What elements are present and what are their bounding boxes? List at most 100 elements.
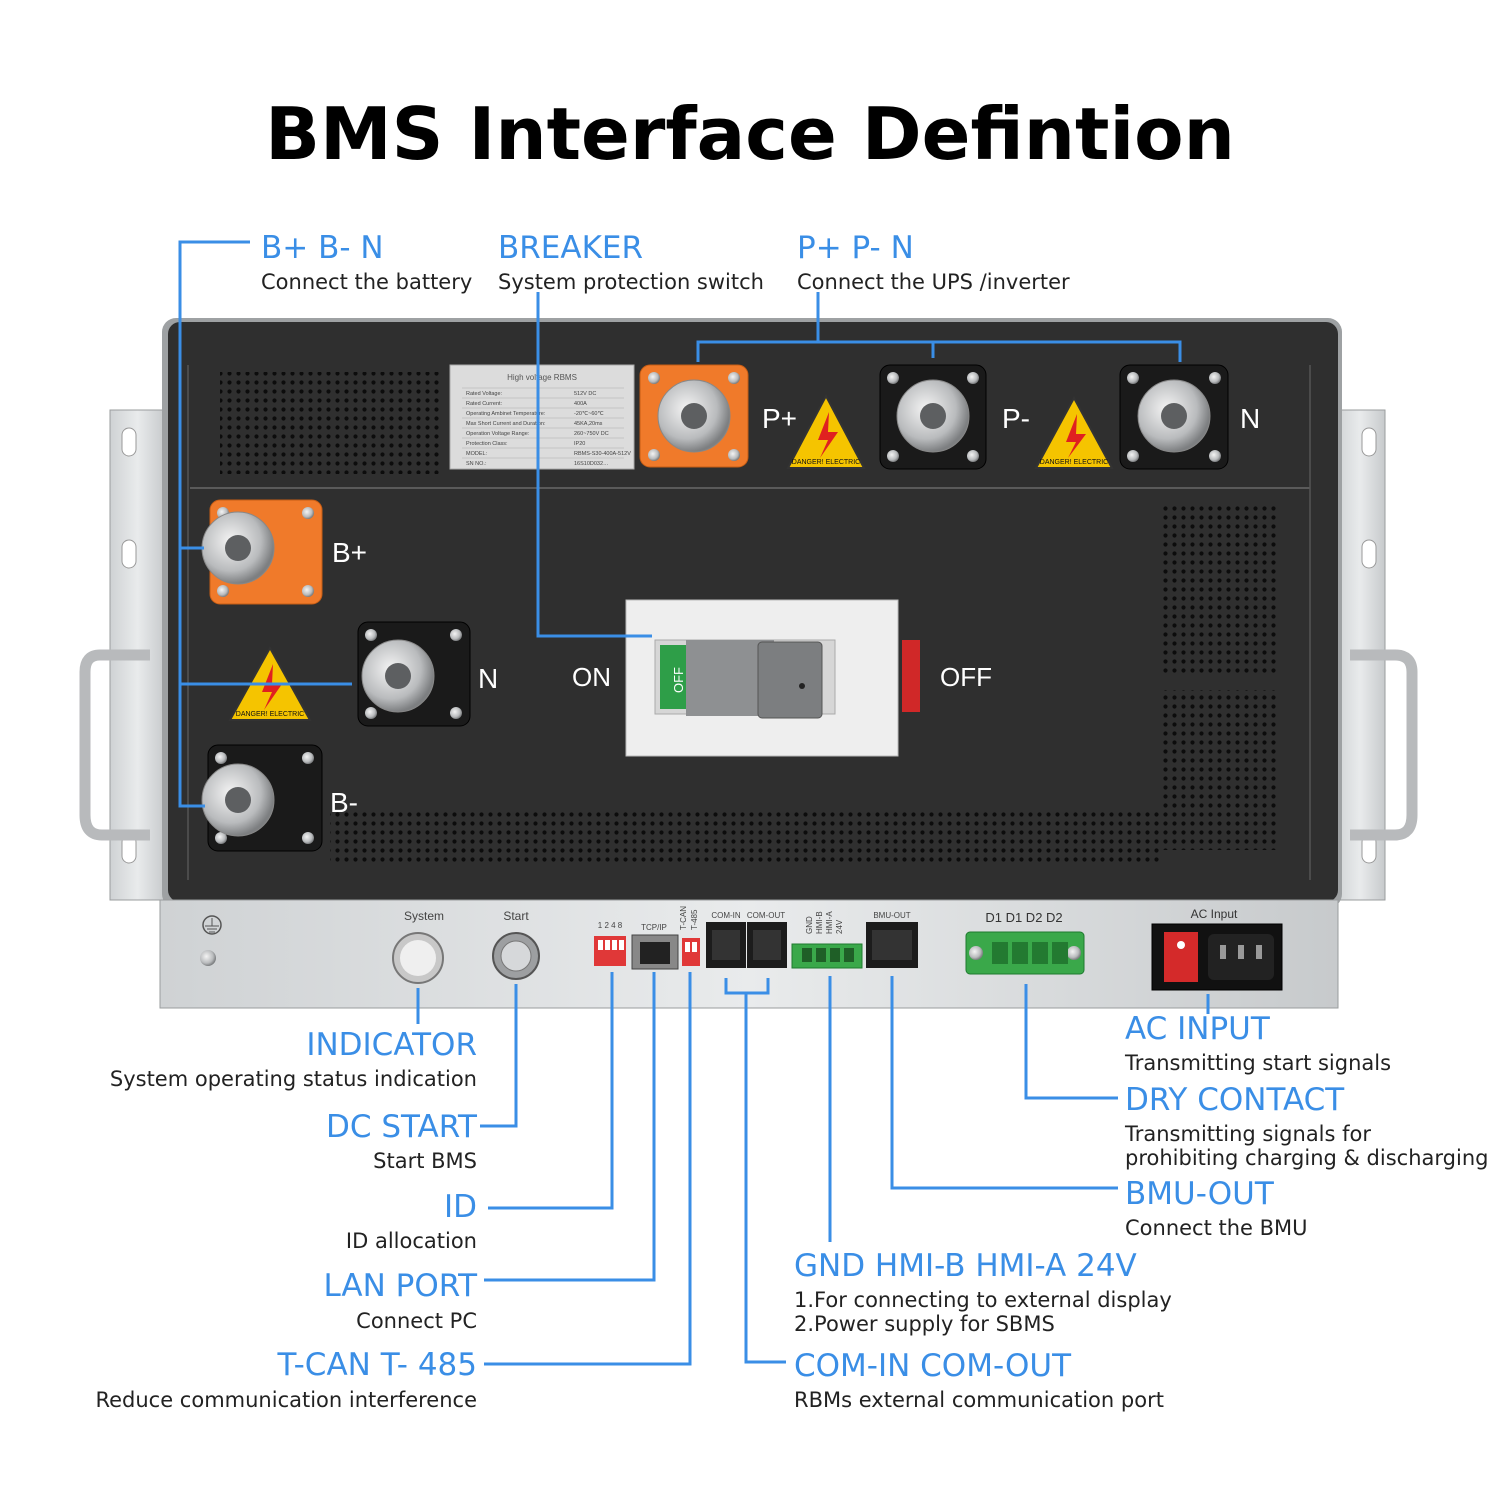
label-b-plus: B+ <box>332 537 367 568</box>
callout-dry-contact-title: DRY CONTACT <box>1125 1082 1345 1118</box>
label-p-plus: P+ <box>762 403 797 434</box>
callout-tcan-title: T-CAN T- 485 <box>277 1347 477 1383</box>
ac-input-label: AC Input <box>1191 907 1238 921</box>
callout-hmi-title: GND HMI-B HMI-A 24V <box>794 1248 1137 1284</box>
page-title: BMS Interface Defintion <box>265 92 1235 176</box>
com-in-label: COM-IN <box>711 911 741 920</box>
svg-text:DANGER! ELECTRIC: DANGER! ELECTRIC <box>792 459 860 466</box>
callout-lan-desc: Connect PC <box>356 1309 477 1333</box>
com-in-port[interactable] <box>706 922 746 968</box>
callout-hmi-desc-2: 2.Power supply for SBMS <box>794 1312 1055 1336</box>
left-bracket <box>79 409 166 901</box>
terminal-n-left[interactable] <box>357 621 471 727</box>
warning-icon: DANGER! ELECTRIC <box>786 393 866 469</box>
ground-icon <box>200 915 222 966</box>
callout-indicator-desc: System operating status indication <box>109 1067 477 1091</box>
24v-label: 24V <box>835 919 844 934</box>
terminal-b-minus[interactable] <box>201 744 323 852</box>
start-label: Start <box>503 909 529 923</box>
callout-bmu-out-desc: Connect the BMU <box>1125 1216 1308 1240</box>
nameplate-row-label: SN NO.: <box>466 461 487 467</box>
nameplate-row-label: Operating Ambinet Temperature: <box>466 411 546 417</box>
nameplate-row-label: Protection Class: <box>466 441 508 447</box>
com-out-label: COM-OUT <box>747 911 785 920</box>
nameplate-row-value: RBMS-S30-400A-512V <box>574 451 631 457</box>
breaker-switch[interactable]: OFF <box>625 599 920 757</box>
nameplate-row-value: 512V DC <box>574 391 596 397</box>
dry-contact-label: D1 D1 D2 D2 <box>985 910 1062 925</box>
callout-hmi-desc-1: 1.For connecting to external display <box>794 1288 1172 1312</box>
nameplate-heading: High voltage RBMS <box>507 373 577 382</box>
callout-output-title: P+ P- N <box>797 230 914 266</box>
callout-id-title: ID <box>443 1189 477 1225</box>
hmi-terminal-block[interactable] <box>791 943 863 969</box>
nameplate-row-label: MODEL: <box>466 451 488 457</box>
callout-id-desc: ID allocation <box>345 1229 477 1253</box>
terminal-p-minus[interactable] <box>879 364 987 470</box>
terminal-b-plus[interactable] <box>201 499 323 605</box>
label-n-top: N <box>1240 403 1260 434</box>
callout-output-desc: Connect the UPS /inverter <box>797 270 1070 294</box>
terminal-p-plus[interactable] <box>639 364 749 468</box>
callout-tcan-desc: Reduce communication interference <box>95 1388 477 1412</box>
svg-text:OFF: OFF <box>671 667 686 693</box>
hmi-b-label: HMI-B <box>815 911 824 934</box>
nameplate-row-value: -20℃~60℃ <box>574 411 604 417</box>
label-p-minus: P- <box>1002 403 1030 434</box>
tcan-t485-dip-switch[interactable] <box>682 938 700 966</box>
tcan-label: T-CAN <box>679 906 688 930</box>
callout-ac-input-title: AC INPUT <box>1125 1011 1270 1047</box>
callout-ac-input-desc: Transmitting start signals <box>1125 1051 1392 1075</box>
nameplate-row-label: Rated Current: <box>466 401 503 407</box>
vent-bottom <box>330 812 1160 864</box>
nameplate-row-value: 16S10D032… <box>574 461 609 467</box>
com-out-port[interactable] <box>747 922 787 968</box>
callout-dry-contact-desc-2: prohibiting charging & discharging <box>1125 1146 1489 1170</box>
callout-battery-desc: Connect the battery <box>261 270 473 294</box>
bmu-out-label: BMU-OUT <box>873 911 910 920</box>
nameplate-row-label: Operation Voltage Range: <box>466 431 530 437</box>
nameplate-row-label: Rated Voltage: <box>466 391 503 397</box>
dip-numbers: 1 2 4 8 <box>598 921 623 930</box>
hmi-a-label: HMI-A <box>825 911 834 934</box>
right-bracket <box>1334 409 1418 901</box>
system-label: System <box>404 909 444 923</box>
dry-contact-terminal[interactable] <box>965 931 1085 975</box>
id-dip-switch[interactable] <box>594 936 626 966</box>
label-n-left: N <box>478 663 498 694</box>
callout-com-desc: RBMs external communication port <box>794 1388 1164 1412</box>
tcp-label: TCP/IP <box>641 923 667 932</box>
gnd-label: GND <box>805 916 814 934</box>
callout-lan-title: LAN PORT <box>323 1268 477 1304</box>
vent-right-lower <box>1162 690 1276 850</box>
vent-top-left <box>220 372 442 474</box>
lan-port[interactable] <box>631 934 679 970</box>
callout-battery-title: B+ B- N <box>261 230 384 266</box>
warning-icon: DANGER! ELECTRIC <box>1034 395 1114 469</box>
t485-label: T-485 <box>690 909 699 930</box>
start-button[interactable] <box>492 932 540 980</box>
callout-lines <box>178 240 1210 1366</box>
vent-right-upper <box>1162 505 1276 677</box>
svg-text:DANGER! ELECTRIC: DANGER! ELECTRIC <box>1040 459 1108 466</box>
nameplate-row-value: 260~750V DC <box>574 431 609 437</box>
nameplate-row-label: Max Short Current and Duration: <box>466 421 546 427</box>
callout-dry-contact-desc-1: Transmitting signals for <box>1125 1122 1372 1146</box>
bmu-out-port[interactable] <box>866 922 918 968</box>
nameplate: High voltage RBMS Rated Voltage: 512V DC R… <box>449 364 635 470</box>
label-b-minus: B- <box>330 787 358 818</box>
callout-breaker-desc: System protection switch <box>498 270 764 294</box>
ac-input-socket[interactable] <box>1151 923 1283 991</box>
nameplate-row-value: 400A <box>574 401 587 407</box>
callout-com-title: COM-IN COM-OUT <box>794 1348 1072 1384</box>
callout-dc-start-title: DC START <box>325 1109 477 1145</box>
callout-bmu-out-title: BMU-OUT <box>1125 1176 1274 1212</box>
breaker-off-label: OFF <box>940 662 992 692</box>
nameplate-row-value: 45KA,20ms <box>574 421 603 427</box>
system-indicator <box>392 932 444 984</box>
svg-text:DANGER! ELECTRIC: DANGER! ELECTRIC <box>236 711 304 718</box>
callout-dc-start-desc: Start BMS <box>373 1149 477 1173</box>
terminal-n-top[interactable] <box>1119 364 1229 470</box>
nameplate-row-value: IP20 <box>574 441 585 447</box>
